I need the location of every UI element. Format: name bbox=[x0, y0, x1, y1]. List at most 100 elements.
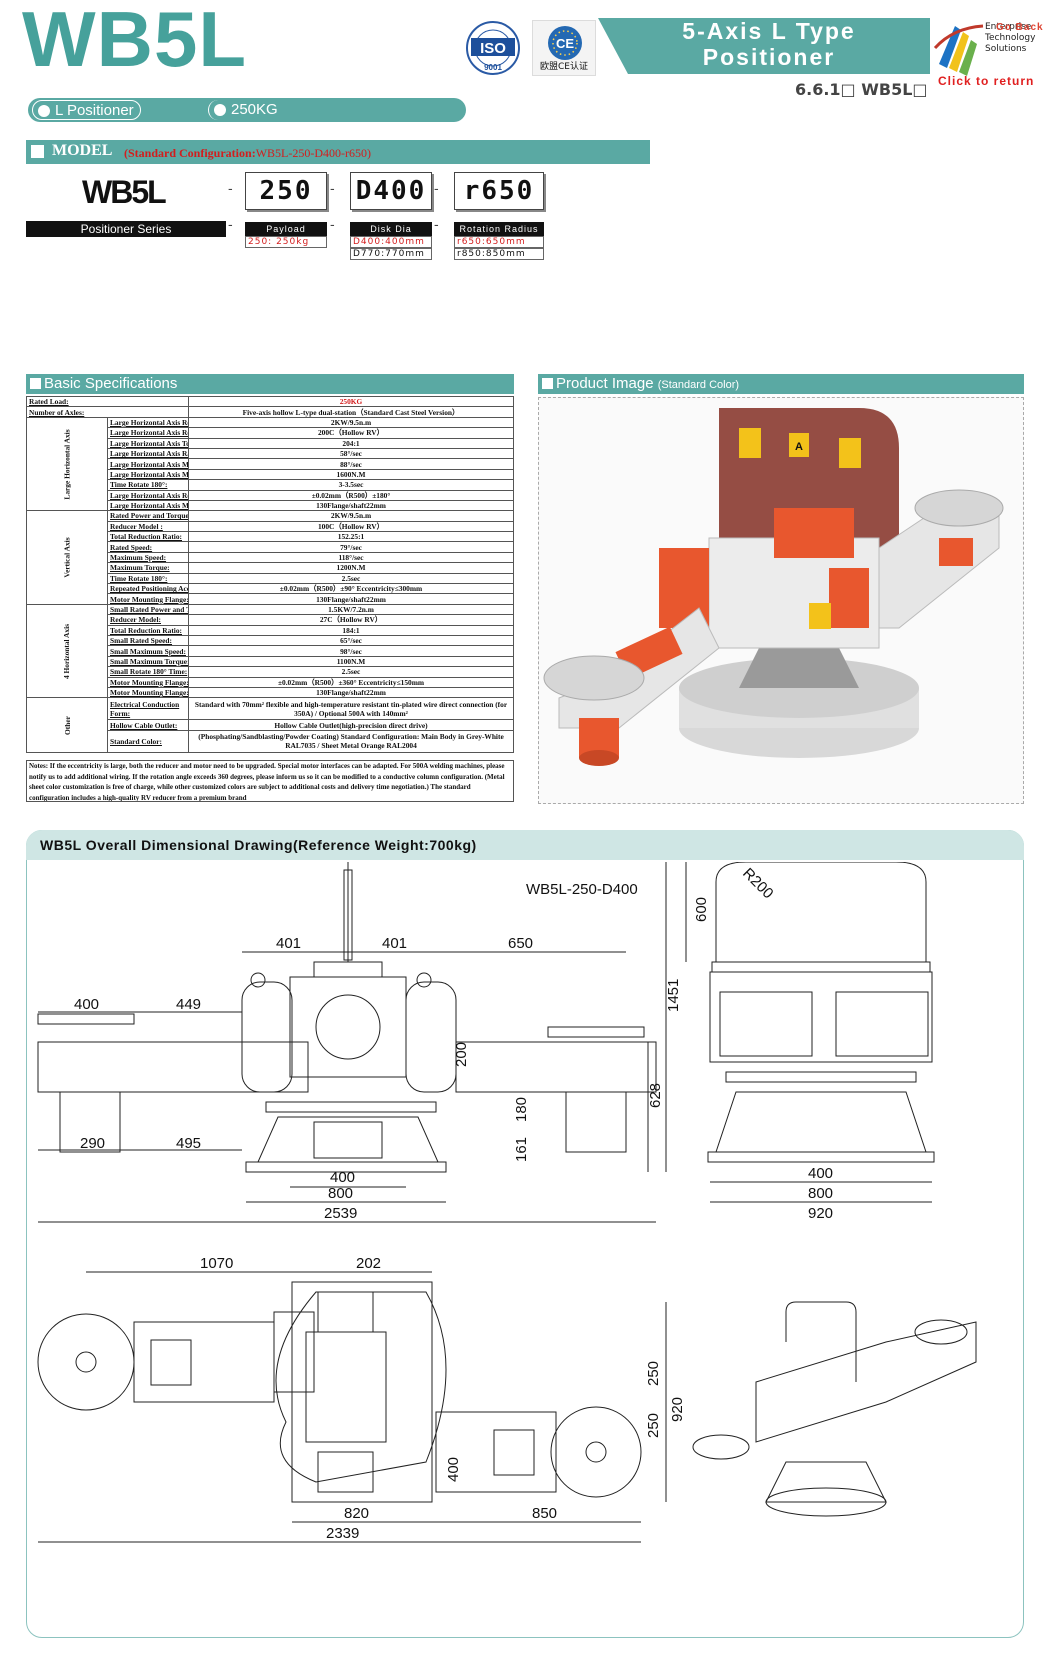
spec-value: 79°/sec bbox=[188, 541, 514, 553]
go-back-link[interactable]: Go Back bbox=[996, 22, 1044, 33]
front-left-arm bbox=[37, 1041, 309, 1093]
front-top-housing bbox=[313, 961, 383, 978]
code-label-disk-dia: Disk Dia bbox=[350, 222, 432, 236]
spec-value: 100C（Hollow RV） bbox=[188, 520, 514, 533]
bullet-icon bbox=[38, 105, 50, 117]
code-option: D400:400mm bbox=[350, 236, 432, 248]
tag-payload: 250KG bbox=[208, 100, 284, 120]
warning-label: A bbox=[795, 441, 803, 453]
dim-250-bottom: 250 bbox=[645, 1413, 662, 1438]
separator-dash: - bbox=[228, 180, 233, 196]
spec-value: 2KW/9.5n.m bbox=[188, 416, 514, 429]
tag-positioner-type: L Positioner bbox=[32, 100, 141, 120]
spec-label: Small Rated Speed: bbox=[107, 634, 189, 647]
series-label: Positioner Series bbox=[26, 221, 226, 237]
table-row: Rated Load:250KG bbox=[26, 395, 514, 408]
spec-value: 65°/sec bbox=[188, 634, 514, 647]
svg-text:CE: CE bbox=[556, 36, 574, 51]
subsection-number: 6.6.1□ WB5L□ bbox=[795, 80, 928, 99]
spec-value: 1100N.M bbox=[188, 655, 514, 668]
top-left-arm bbox=[133, 1321, 275, 1403]
spec-value: ±0.02mm（R500）±360° Eccentricity≤150mm bbox=[188, 676, 514, 688]
spec-label: Total Reduction Ratio: bbox=[107, 624, 189, 637]
spec-value: 152.25:1 bbox=[188, 531, 514, 543]
top-center-body bbox=[291, 1281, 433, 1503]
code-option: 250: 250kg bbox=[245, 236, 327, 248]
table-row: Motor Mounting Flange:130Flange/shaft22m… bbox=[27, 686, 514, 699]
spec-label: Small Maximum Speed: bbox=[107, 645, 189, 657]
front-right-table bbox=[547, 1026, 645, 1038]
spec-value: Five-axis hollow L-type dual-station（Sta… bbox=[188, 406, 514, 418]
dim-side-920: 920 bbox=[808, 1205, 833, 1222]
ce-label: 欧盟CE认证 bbox=[540, 62, 588, 72]
front-left-motor bbox=[59, 1091, 121, 1153]
spec-label: Large Horizontal Axis Maximum Tilting bbox=[107, 468, 189, 481]
dim-650: 650 bbox=[508, 935, 533, 952]
spec-label: Time Rotate 180°: bbox=[107, 572, 189, 585]
spec-label: Repeated Positioning Accuracy: bbox=[107, 583, 189, 595]
enterprise-logo[interactable]: Enterprise Technology Solutions bbox=[933, 18, 1051, 78]
spec-label: Time Rotate 180°: bbox=[107, 479, 189, 491]
table-row: Number of Axles:Five-axis hollow L-type … bbox=[26, 406, 514, 418]
dim-850: 850 bbox=[532, 1505, 557, 1522]
series-name: WB5L bbox=[82, 174, 167, 210]
separator-dash: - bbox=[434, 180, 439, 196]
front-left-table bbox=[37, 1013, 135, 1025]
dim-628: 628 bbox=[647, 1083, 664, 1108]
spec-label: Standard Color: bbox=[107, 729, 189, 753]
spec-label: Motor Mounting Flange: bbox=[107, 676, 189, 688]
iso-body bbox=[755, 1321, 977, 1443]
code-option: r850:850mm bbox=[454, 248, 544, 260]
top-left-table bbox=[37, 1313, 135, 1411]
square-bullet-icon bbox=[30, 378, 41, 389]
front-turntable bbox=[265, 1101, 437, 1113]
dim-base-800: 800 bbox=[328, 1185, 353, 1202]
dim-side-800: 800 bbox=[808, 1185, 833, 1202]
spec-value: 2.5sec bbox=[188, 666, 514, 678]
spec-value: 118°/sec bbox=[188, 551, 514, 564]
spec-value: 2.5sec bbox=[188, 572, 514, 585]
spec-label: Small Maximum Torque: bbox=[107, 655, 189, 668]
model-section-header: MODEL (Standard Configuration:WB5L-250-D… bbox=[26, 140, 650, 164]
front-center-body bbox=[289, 976, 407, 1078]
front-right-motor bbox=[565, 1091, 627, 1153]
code-label-rotation-radius: Rotation Radius bbox=[454, 222, 544, 236]
front-right-riser bbox=[405, 981, 457, 1093]
dim-1070: 1070 bbox=[200, 1255, 233, 1272]
spec-label: Reducer Model: bbox=[107, 614, 189, 626]
spec-label: Large Horizontal Axis Maximum Tilting bbox=[107, 458, 189, 470]
standard-configuration: (Standard Configuration:WB5L-250-D400-r6… bbox=[124, 146, 371, 160]
dim-495: 495 bbox=[176, 1135, 201, 1152]
dim-180: 180 bbox=[513, 1097, 530, 1122]
spec-value: Hollow Cable Outlet(high-precision direc… bbox=[188, 719, 514, 731]
spec-label: Motor Mounting Flange: bbox=[107, 593, 189, 605]
iso-certification-logo: ISO 9001 bbox=[465, 20, 521, 76]
spec-label: Maximum Torque: bbox=[107, 562, 189, 574]
spec-label: Large Horizontal Axis Motor Mounting bbox=[107, 499, 189, 512]
spec-value: 200C（Hollow RV） bbox=[188, 427, 514, 439]
positioner-illustration: A bbox=[543, 408, 1004, 766]
iso-label: ISO bbox=[480, 40, 506, 57]
click-to-return-link[interactable]: Click to return bbox=[938, 74, 1035, 88]
spec-value: 204:1 bbox=[188, 437, 514, 449]
iso-shield bbox=[785, 1301, 857, 1382]
spec-label: Electrical Conduction Form: bbox=[107, 697, 189, 721]
dim-600: 600 bbox=[693, 897, 710, 922]
dim-161: 161 bbox=[513, 1137, 530, 1162]
side-base bbox=[715, 1091, 927, 1153]
spec-label: Small Rated Power and Torque: bbox=[107, 603, 189, 616]
dim-total-2539: 2539 bbox=[324, 1205, 357, 1222]
spec-label: Large Horizontal Axis Total Reduction bbox=[107, 437, 189, 449]
dim-400-table: 400 bbox=[74, 996, 99, 1013]
top-base-ring bbox=[275, 1291, 447, 1483]
spec-value: 130Flange/shaft22mm bbox=[188, 686, 514, 699]
side-body bbox=[709, 971, 933, 1063]
spec-value: 1.5KW/7.2n.m bbox=[188, 603, 514, 616]
spec-label: Large Horizontal Axis Reducer Model: bbox=[107, 427, 189, 439]
spec-label: Maximum Speed: bbox=[107, 551, 189, 564]
side-shield bbox=[715, 862, 927, 962]
spec-group-label: Vertical Axis bbox=[26, 510, 108, 605]
dim-side-400: 400 bbox=[808, 1165, 833, 1182]
front-left-riser bbox=[241, 981, 293, 1093]
